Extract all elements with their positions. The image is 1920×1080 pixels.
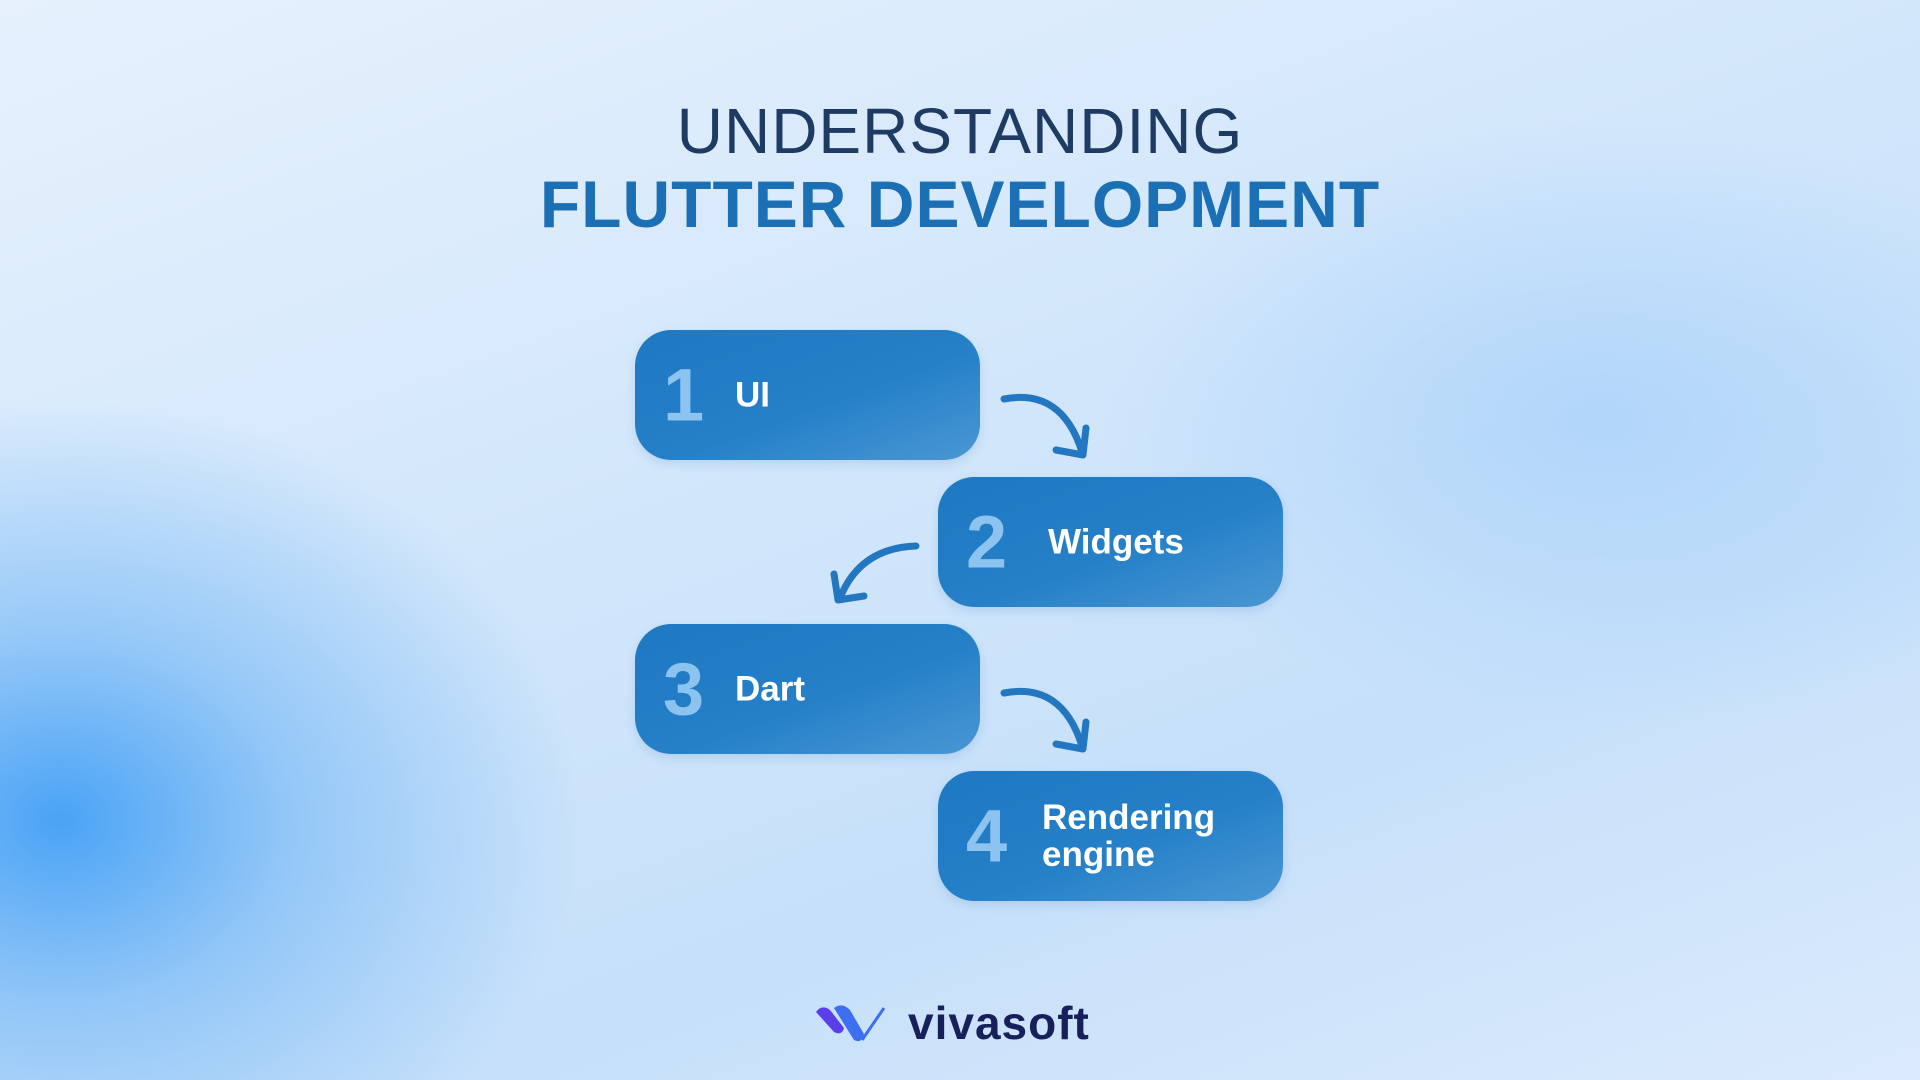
step-2-box: 2 Widgets xyxy=(938,477,1283,607)
step-label: UI xyxy=(735,375,770,415)
step-number: 3 xyxy=(663,647,705,731)
step-number: 4 xyxy=(966,794,1008,878)
title-line-1: UNDERSTANDING xyxy=(676,95,1244,167)
arrow-left-down-icon xyxy=(830,542,920,604)
step-label: Widgets xyxy=(1048,522,1184,562)
title-line-2: FLUTTER DEVELOPMENT xyxy=(539,167,1381,241)
step-1-box: 1 UI xyxy=(635,330,980,460)
brand-logo: vivasoft xyxy=(812,996,1090,1050)
step-label: Dart xyxy=(735,669,806,709)
vivasoft-logo-icon xyxy=(816,1005,886,1042)
step-number: 1 xyxy=(663,353,705,437)
arrow-right-down-icon xyxy=(1000,393,1090,459)
step-3-box: 3 Dart xyxy=(635,624,980,754)
arrow-right-down-icon xyxy=(1000,687,1090,753)
brand-name: vivasoft xyxy=(908,997,1090,1049)
step-label: Rendering engine xyxy=(1042,798,1216,874)
step-4-box: 4 Rendering engine xyxy=(938,771,1283,901)
step-number: 2 xyxy=(966,500,1008,584)
